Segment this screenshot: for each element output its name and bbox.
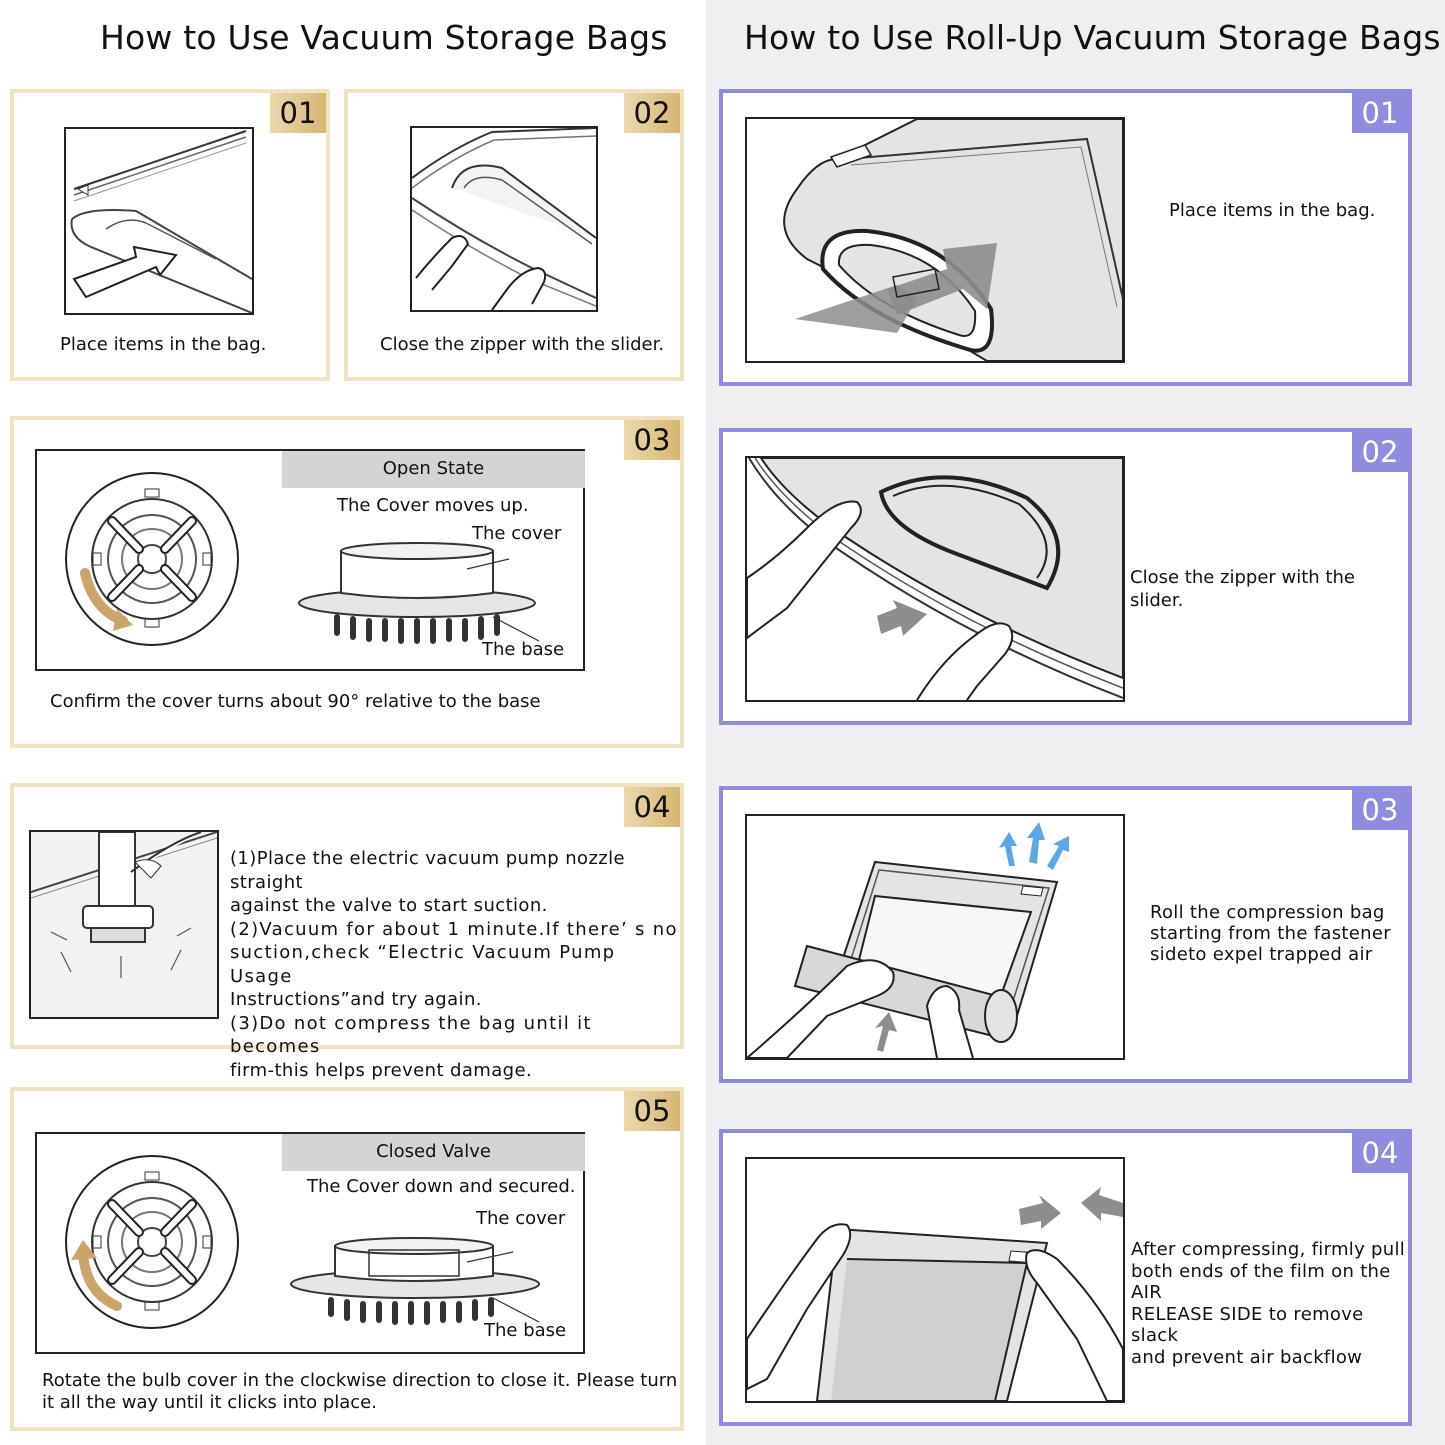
zipper-close-illustration [410,126,598,312]
caption-line: RELEASE SIDE to remove slack [1131,1303,1364,1347]
roll-bag-insert-illustration [745,117,1125,363]
caption-line: and prevent air backflow [1131,1346,1363,1368]
step-caption: Close the zipper with the slider. [1130,567,1355,611]
step-number-badge: 04 [624,787,680,827]
roll-zipper-illustration [745,456,1125,702]
cover-label: The cover [476,1208,566,1229]
right-title: How to Use Roll-Up Vacuum Storage Bags [744,18,1441,57]
left-step-04-card: 04 (1)Place the electric vacuum pump noz… [10,783,684,1081]
step-caption-line-2: it all the way until it clicks into plac… [42,1392,377,1413]
step-number-badge: 03 [1352,790,1408,830]
step-caption-line-1: Rotate the bulb cover in the clockwise d… [42,1370,678,1391]
step-number-badge: 02 [624,93,680,133]
instruction-line: (3)Do not compress the bag until it beco… [230,1012,592,1058]
valve-top-view-icon [65,472,239,646]
roll-up-illustration [745,814,1125,1060]
step-caption: Confirm the cover turns about 90° relati… [50,691,541,712]
step-caption: Roll the compression bag starting from t… [1150,902,1391,965]
step-caption: After compressing, firmly pull both ends… [1131,1239,1408,1368]
step-number-badge: 04 [1352,1133,1408,1173]
valve-side-view-icon [298,542,540,644]
left-step-01-card: 01 Place items in the bag. [10,89,330,381]
state-description: The Cover moves up. [337,495,529,516]
state-bar: Open State [282,451,585,488]
right-step-02-card: 02 Close the zipper with the slider. [719,428,1412,725]
base-label: The base [484,1320,567,1341]
instruction-line: against the valve to start suction. [230,895,548,916]
instruction-line: firm-this helps prevent damage. [230,1059,533,1081]
instruction-line: Instructions”and try again. [230,989,482,1010]
step-instructions: (1)Place the electric vacuum pump nozzle… [230,847,680,1082]
caption-line: sideto expel trapped air [1150,944,1373,965]
instruction-line: (1)Place the electric vacuum pump nozzle… [230,848,626,893]
step-number-badge: 03 [624,420,680,460]
left-step-03-card: 03 Open State The Cover moves up. The co… [10,416,684,748]
caption-line: After compressing, firmly pull [1131,1239,1406,1260]
right-step-04-card: 04 After compressing, firmly pull both e… [719,1129,1412,1426]
instruction-line: suction,check “Electric Vacuum Pump Usag… [230,942,616,987]
valve-top-view-icon [65,1155,239,1329]
left-title: How to Use Vacuum Storage Bags [100,18,668,57]
cover-label: The cover [472,523,562,544]
right-step-01-card: 01 Place items in the bag. [719,89,1412,386]
closed-valve-panel: Closed Valve The Cover down and secured.… [35,1132,585,1354]
vacuum-pump-illustration [29,830,219,1019]
state-description: The Cover down and secured. [307,1176,576,1197]
step-number-badge: 01 [1352,93,1408,133]
open-state-panel: Open State The Cover moves up. The cover… [35,449,585,671]
left-step-02-card: 02 Close the zipper with the slider. [344,89,684,381]
bag-insert-illustration [64,127,254,315]
base-label: The base [482,639,565,660]
caption-line: starting from the fastener [1150,923,1391,944]
valve-side-view-icon [290,1237,540,1325]
caption-line: both ends of the film on the AIR [1131,1260,1391,1304]
step-caption: Place items in the bag. [60,334,267,355]
caption-line: Roll the compression bag [1150,902,1385,923]
step-number-badge: 01 [270,93,326,133]
left-step-05-card: 05 Closed Valve The Cover down and secur… [10,1087,684,1431]
step-number-badge: 05 [624,1091,680,1131]
step-number-badge: 02 [1352,432,1408,472]
instruction-line: (2)Vacuum for about 1 minute.If there’ s… [230,918,678,940]
step-caption: Close the zipper with the slider. [380,334,665,355]
step-caption: Place items in the bag. [1169,200,1376,221]
pull-film-illustration [745,1157,1125,1403]
right-step-03-card: 03 Roll the compression bag starting fro… [719,786,1412,1083]
state-bar: Closed Valve [282,1134,585,1171]
